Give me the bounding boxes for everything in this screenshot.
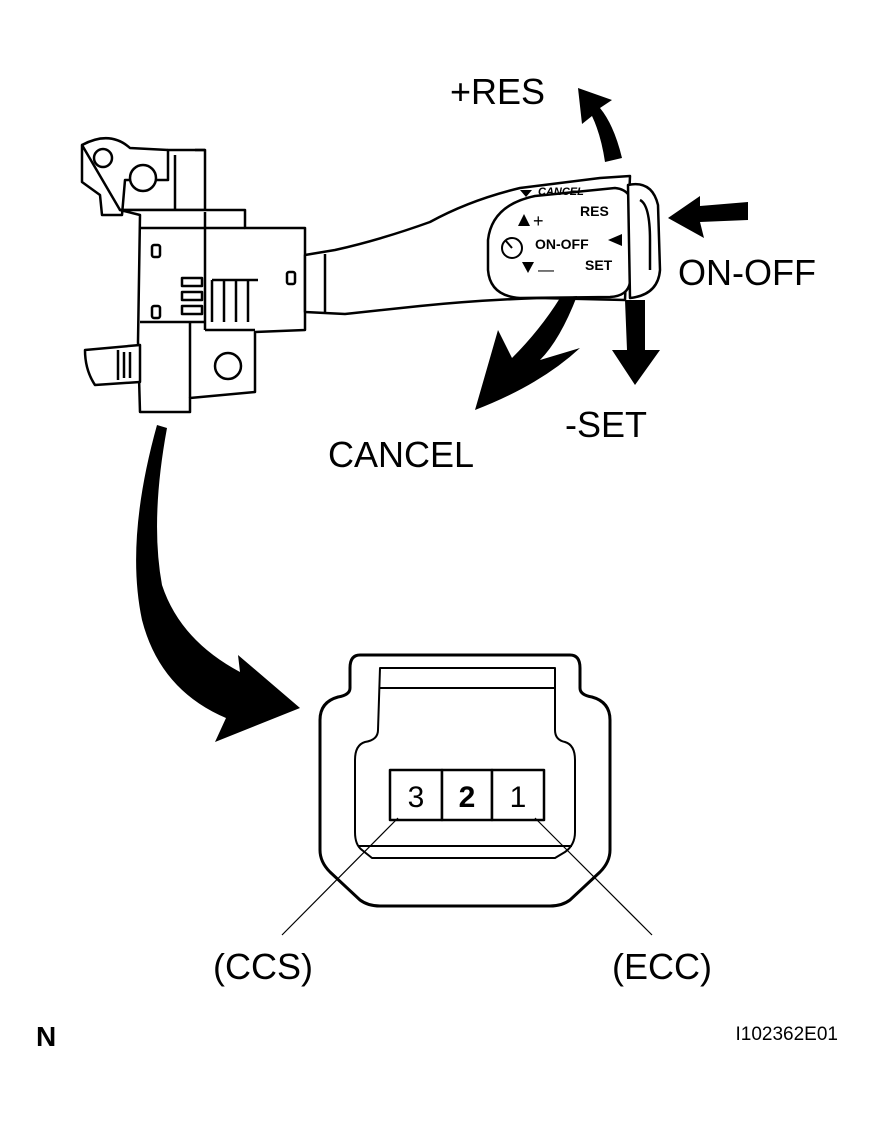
figure-id: I102362E01 — [736, 1024, 839, 1045]
lever-face-markings: CANCEL + RES ON-OFF — SET — [501, 186, 622, 279]
connector — [318, 653, 612, 908]
cancel-arrow-icon — [475, 296, 580, 410]
ccs-leader-line — [281, 817, 399, 936]
pin-number: 1 — [510, 781, 527, 814]
set-arrow-icon — [612, 300, 660, 385]
lever-res-text: RES — [580, 203, 609, 219]
plus-up-triangle-icon — [518, 214, 530, 226]
lever-plus-text: + — [533, 211, 544, 231]
lever-set-text: SET — [585, 257, 613, 273]
corner-mark: N — [36, 1021, 56, 1052]
cruise-control-lever — [303, 174, 662, 316]
speedometer-icon — [501, 237, 523, 259]
labels: +RES ON-OFF -SET CANCEL (CCS) (ECC) N I1… — [36, 71, 838, 1052]
minus-down-triangle-icon — [522, 262, 534, 273]
leader-lines — [281, 817, 653, 936]
on-off-arrow-icon — [668, 196, 748, 238]
ecc-label: (ECC) — [612, 946, 712, 987]
connector-pins: 3 2 1 — [408, 781, 527, 814]
switch-body — [80, 137, 307, 414]
set-label: -SET — [565, 404, 647, 445]
res-label: +RES — [450, 71, 545, 112]
pin-number: 3 — [408, 781, 425, 814]
pin-number: 2 — [459, 781, 476, 814]
action-arrows — [136, 88, 748, 742]
connector-pointer-arrow-icon — [136, 425, 300, 742]
res-arrow-icon — [578, 88, 622, 162]
on-off-label: ON-OFF — [678, 252, 816, 293]
lever-cancel-text: CANCEL — [538, 186, 584, 198]
cancel-label: CANCEL — [328, 434, 474, 475]
on-off-left-triangle-icon — [608, 234, 622, 246]
cancel-down-arrow-icon — [520, 190, 532, 197]
lever-on-off-text: ON-OFF — [535, 236, 589, 252]
ccs-label: (CCS) — [213, 946, 313, 987]
lever-minus-text: — — [538, 262, 554, 279]
ecc-leader-line — [534, 817, 653, 936]
